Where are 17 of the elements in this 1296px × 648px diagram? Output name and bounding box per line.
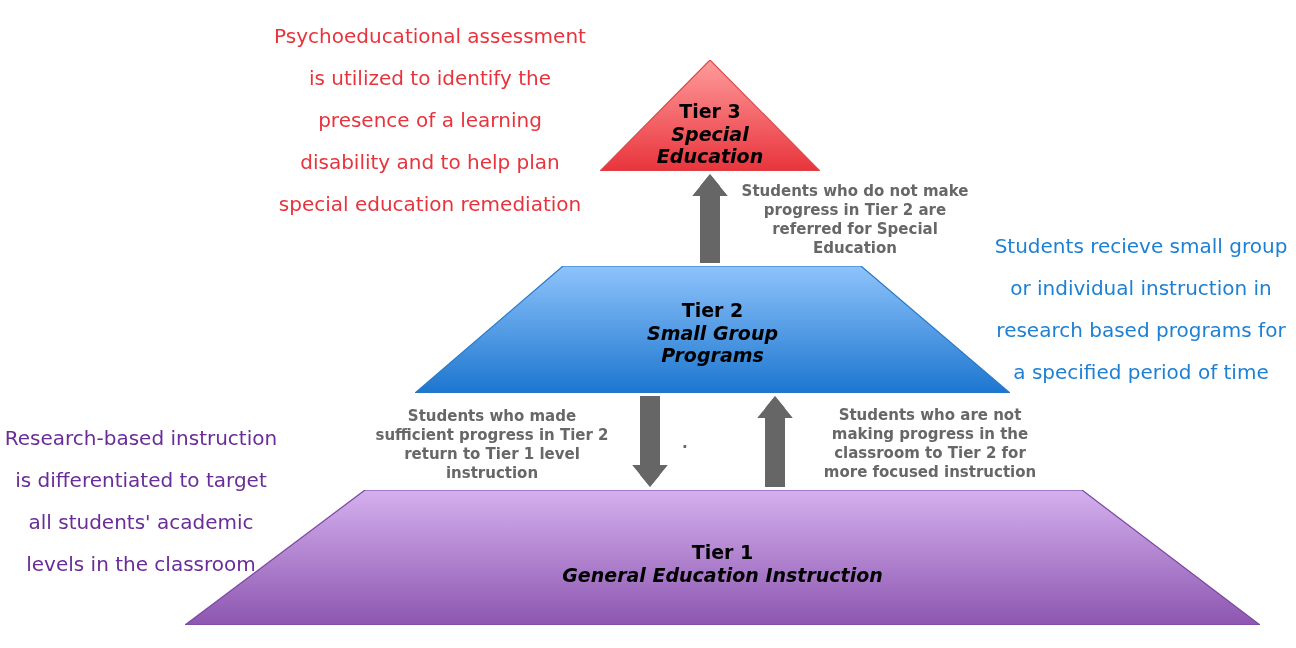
block-arrow: [757, 396, 793, 487]
block-arrow: [632, 396, 668, 487]
tier-heading: Tier 3: [679, 100, 741, 123]
tier-description: Research-based instruction is differentiated to target all students' academic levels in the classroom: [3, 425, 279, 578]
arrow-label: Students who are not making progress in the classroom to Tier 2 for more focused instruction: [822, 406, 1038, 482]
tier-title: General Education Instruction: [562, 563, 883, 586]
tier-description: Psychoeducational assessment is utilized to identify the presence of a learning disability and to help plan special education remediation: [273, 23, 587, 218]
tier-heading: Tier 1: [691, 541, 754, 564]
arrow-label: Students who do not make progress in Tier 2 are referred for Special Education: [740, 182, 970, 258]
tier-title: Small Group Programs: [645, 321, 780, 367]
tier-heading: Tier 2: [681, 299, 744, 322]
pyramid-top-triangle: [600, 60, 820, 171]
tier-description: Students recieve small group or individual instruction in research based programs for a specified period of time: [993, 233, 1289, 386]
tier-title: Special Education: [655, 122, 765, 168]
arrow-label: Students who made sufficient progress in Tier 2 return to Tier 1 level instruction: [374, 407, 610, 483]
period-mark: .: [682, 434, 688, 453]
block-arrow: [692, 174, 728, 263]
